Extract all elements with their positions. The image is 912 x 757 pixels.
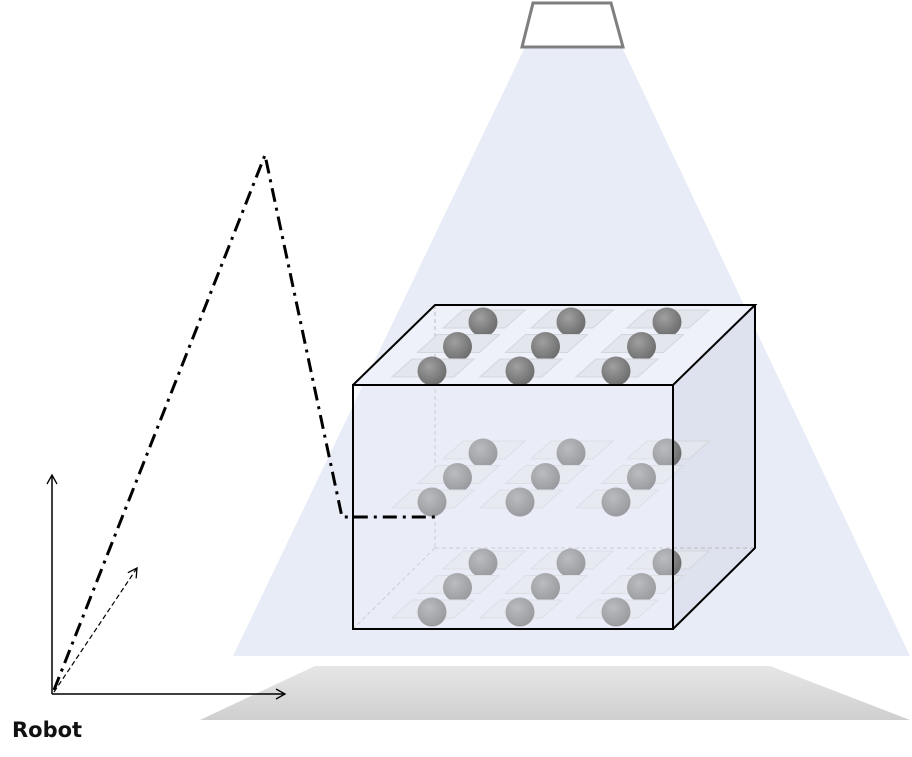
dashed-vector-arrow	[53, 566, 138, 693]
robot-label: Robot	[12, 718, 83, 742]
sample-sphere	[443, 332, 472, 361]
sample-sphere	[443, 463, 472, 492]
sample-sphere	[556, 307, 586, 337]
sample-sphere	[556, 548, 586, 578]
box-front-face	[352, 384, 674, 630]
box-edges	[352, 304, 758, 630]
sample-sphere	[601, 597, 631, 627]
sample-sphere	[505, 597, 535, 627]
sample-sphere	[652, 548, 682, 578]
sample-sphere	[652, 438, 682, 468]
box-side-face	[673, 305, 755, 629]
floor-plane	[200, 666, 910, 720]
sample-sphere	[505, 356, 535, 386]
sample-sphere	[505, 487, 535, 517]
sample-sphere	[627, 573, 656, 602]
sample-sphere	[652, 307, 682, 337]
sample-sphere	[443, 573, 472, 602]
sample-sphere	[556, 438, 586, 468]
sample-sphere	[468, 307, 498, 337]
sample-sphere	[468, 438, 498, 468]
sample-sphere	[601, 487, 631, 517]
sample-sphere	[531, 332, 560, 361]
sample-sphere	[417, 597, 447, 627]
sample-sphere	[627, 463, 656, 492]
sample-sphere	[531, 463, 560, 492]
box-hidden-edges	[352, 305, 755, 630]
sample-grid	[390, 307, 711, 627]
lamp	[520, 1, 625, 49]
sample-sphere	[601, 356, 631, 386]
robot-trajectory-path	[52, 149, 440, 691]
sample-sphere	[531, 573, 560, 602]
sample-sphere	[627, 332, 656, 361]
sample-sphere	[417, 487, 447, 517]
sample-sphere	[468, 548, 498, 578]
sample-sphere	[417, 356, 447, 386]
